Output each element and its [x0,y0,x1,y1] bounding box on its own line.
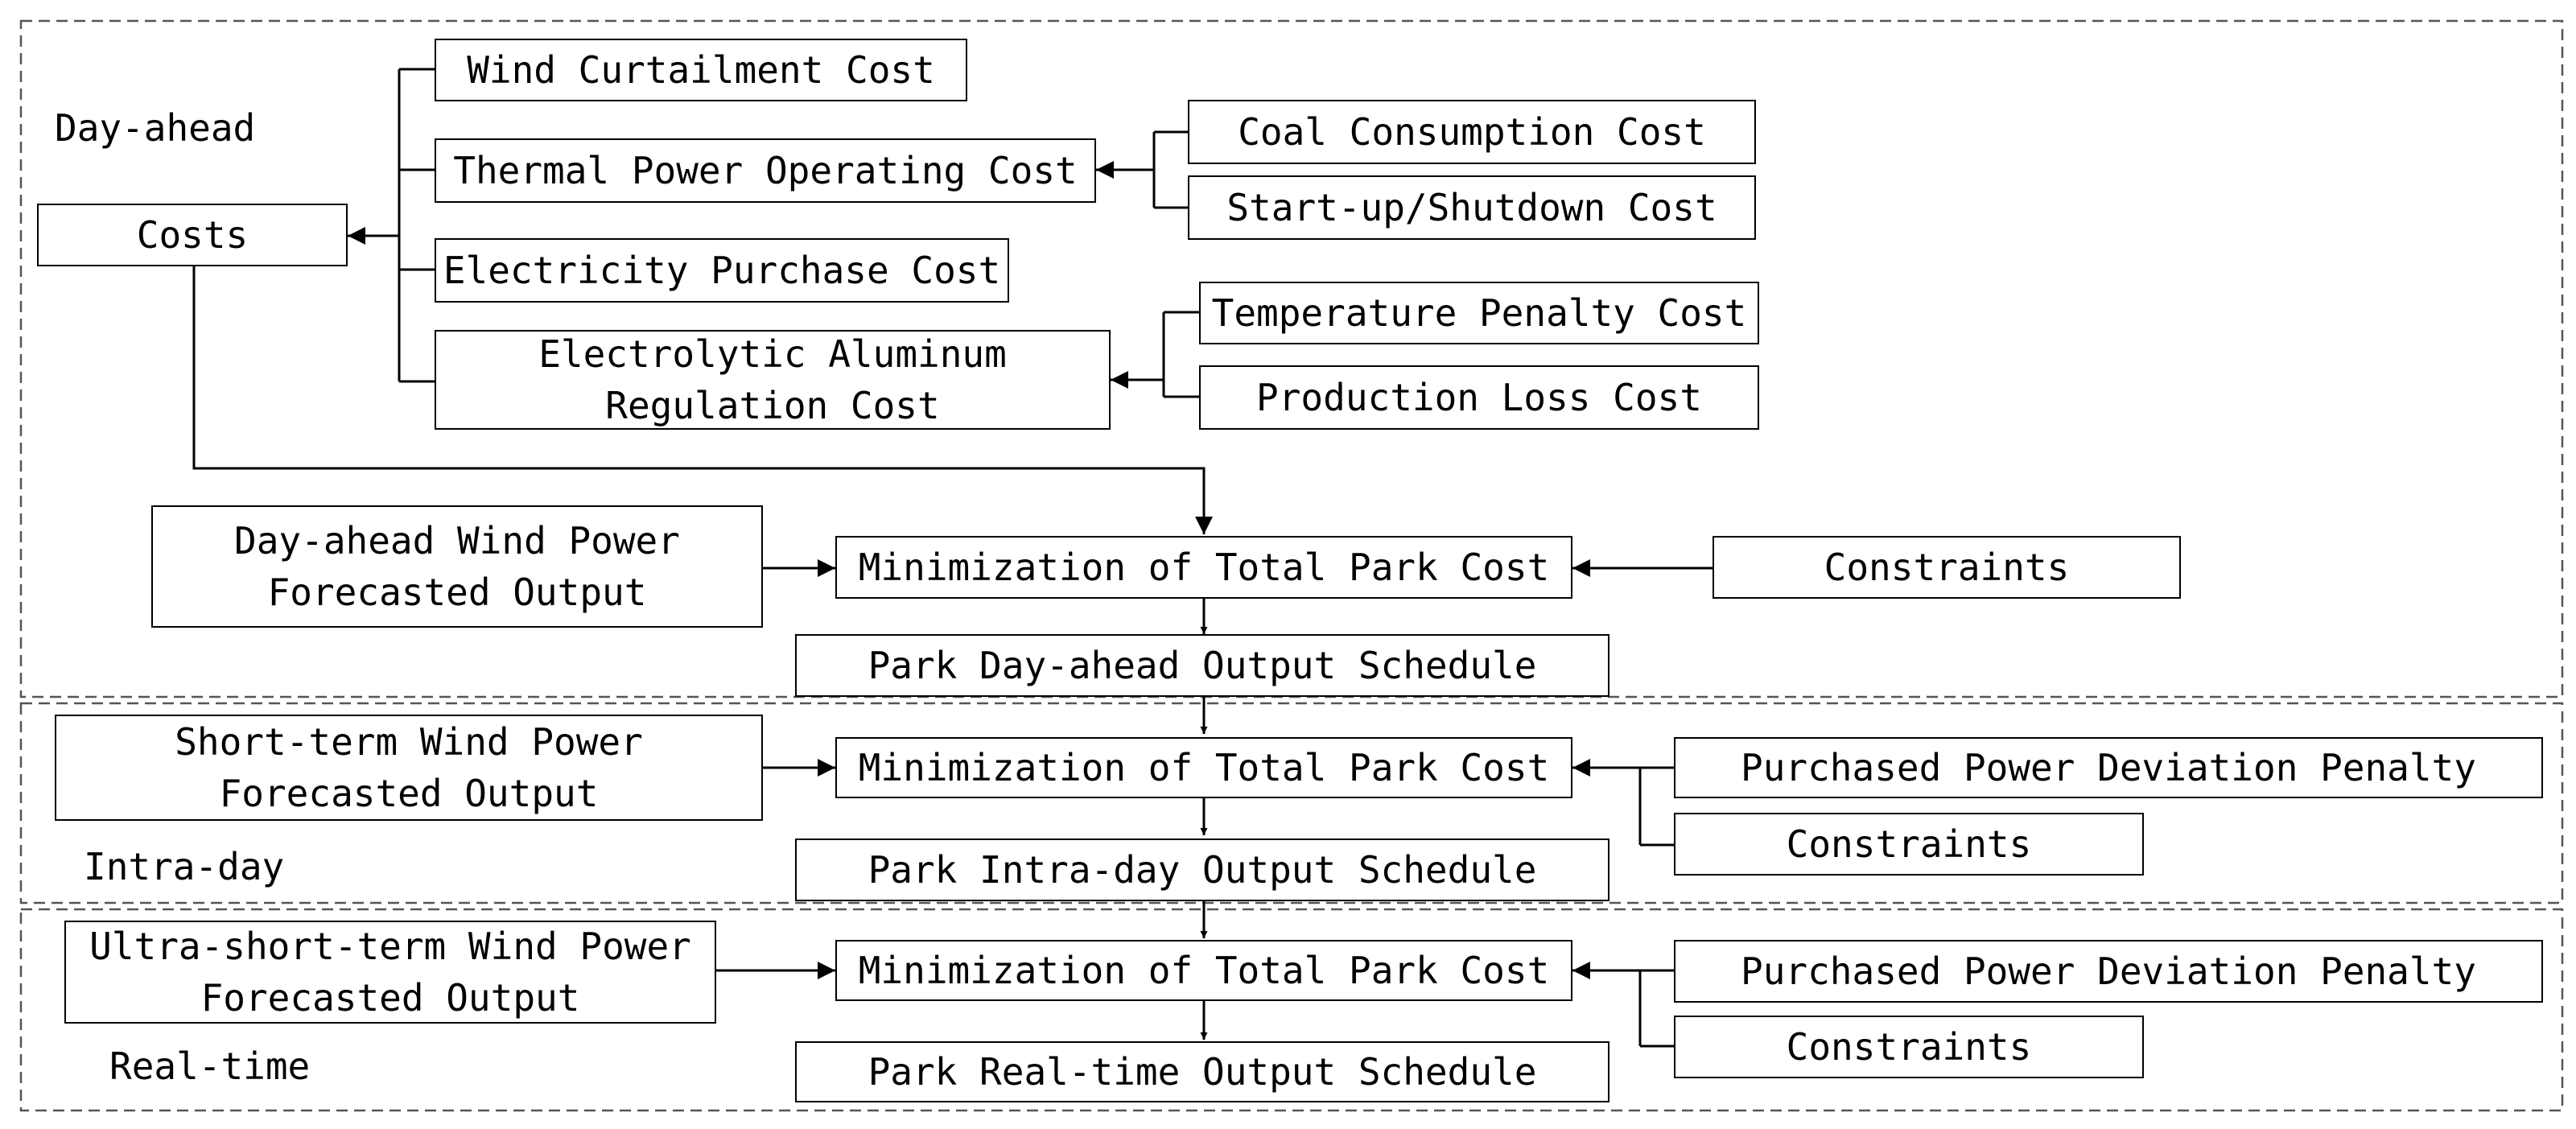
stage-frames [19,19,2564,1112]
intra-day-penalty-label: Purchased Power Deviation Penalty [1741,746,2476,789]
day-ahead-schedule-box: Park Day-ahead Output Schedule [795,634,1609,697]
real-time-schedule-box: Park Real-time Output Schedule [795,1041,1609,1102]
production-loss-cost-label: Production Loss Cost [1256,376,1702,419]
intra-day-schedule-label: Park Intra-day Output Schedule [868,848,1537,892]
real-time-constraints-box: Constraints [1674,1016,2144,1078]
coal-consumption-cost-box: Coal Consumption Cost [1188,100,1756,164]
startup-shutdown-cost-label: Start-up/Shutdown Cost [1226,186,1717,229]
connectors [192,68,1713,1048]
stage-label-real-time: Real-time [109,1045,311,1088]
intra-day-constraints-label: Constraints [1786,822,2032,866]
real-time-penalty-label: Purchased Power Deviation Penalty [1741,950,2476,993]
intra-day-objective-label: Minimization of Total Park Cost [858,746,1550,789]
wind-curtailment-cost-box: Wind Curtailment Cost [435,39,967,101]
stage-label-intra-day: Intra-day [84,845,285,888]
intra-day-forecast-box: Short-term Wind Power Forecasted Output [55,715,763,821]
day-ahead-frame [19,19,2564,698]
day-ahead-constraints-box: Constraints [1713,536,2181,599]
temperature-penalty-cost-label: Temperature Penalty Cost [1211,291,1747,335]
thermal-operating-cost-label: Thermal Power Operating Cost [453,149,1078,192]
real-time-frame [19,908,2564,1112]
aluminum-regulation-cost-line-2: Regulation Cost [605,384,940,427]
intra-day-constraints-box: Constraints [1674,813,2144,876]
day-ahead-schedule-label: Park Day-ahead Output Schedule [868,644,1537,687]
intra-day-frame [19,702,2564,904]
costs-box: Costs [37,204,348,266]
intra-day-forecast-line-1: Short-term Wind Power [175,720,643,764]
thermal-operating-cost-box: Thermal Power Operating Cost [435,138,1096,203]
intra-day-forecast-line-2: Forecasted Output [219,772,599,815]
real-time-objective-label: Minimization of Total Park Cost [858,949,1550,992]
production-loss-cost-box: Production Loss Cost [1199,365,1759,430]
intra-day-schedule-box: Park Intra-day Output Schedule [795,839,1609,901]
temperature-penalty-cost-box: Temperature Penalty Cost [1199,282,1759,344]
day-ahead-constraints-label: Constraints [1824,546,2070,589]
real-time-forecast-line-1: Ultra-short-term Wind Power [89,925,691,968]
arrow-costs-to-objective [192,266,1213,534]
real-time-forecast-box: Ultra-short-term Wind Power Forecasted O… [64,921,716,1024]
real-time-constraints-label: Constraints [1786,1025,2032,1069]
real-time-schedule-label: Park Real-time Output Schedule [868,1050,1537,1094]
real-time-forecast-line-2: Forecasted Output [200,976,580,1020]
aluminum-regulation-cost-line-1: Electrolytic Aluminum [538,332,1007,376]
aluminum-regulation-cost-box: Electrolytic Aluminum Regulation Cost [435,330,1111,430]
real-time-objective-box: Minimization of Total Park Cost [835,940,1572,1001]
costs-label: Costs [136,213,249,257]
electricity-purchase-cost-label: Electricity Purchase Cost [443,249,1001,292]
day-ahead-objective-label: Minimization of Total Park Cost [858,546,1550,589]
startup-shutdown-cost-box: Start-up/Shutdown Cost [1188,175,1756,240]
day-ahead-objective-box: Minimization of Total Park Cost [835,536,1572,599]
intra-day-objective-box: Minimization of Total Park Cost [835,737,1572,798]
day-ahead-forecast-line-2: Forecasted Output [267,571,647,614]
coal-consumption-cost-label: Coal Consumption Cost [1238,110,1706,154]
electricity-purchase-cost-box: Electricity Purchase Cost [435,238,1009,303]
intra-day-penalty-box: Purchased Power Deviation Penalty [1674,737,2543,798]
day-ahead-forecast-line-1: Day-ahead Wind Power [234,519,680,562]
real-time-penalty-box: Purchased Power Deviation Penalty [1674,940,2543,1003]
day-ahead-forecast-box: Day-ahead Wind Power Forecasted Output [151,505,763,628]
wind-curtailment-cost-label: Wind Curtailment Cost [467,48,935,92]
stage-label-day-ahead: Day-ahead [55,106,256,150]
